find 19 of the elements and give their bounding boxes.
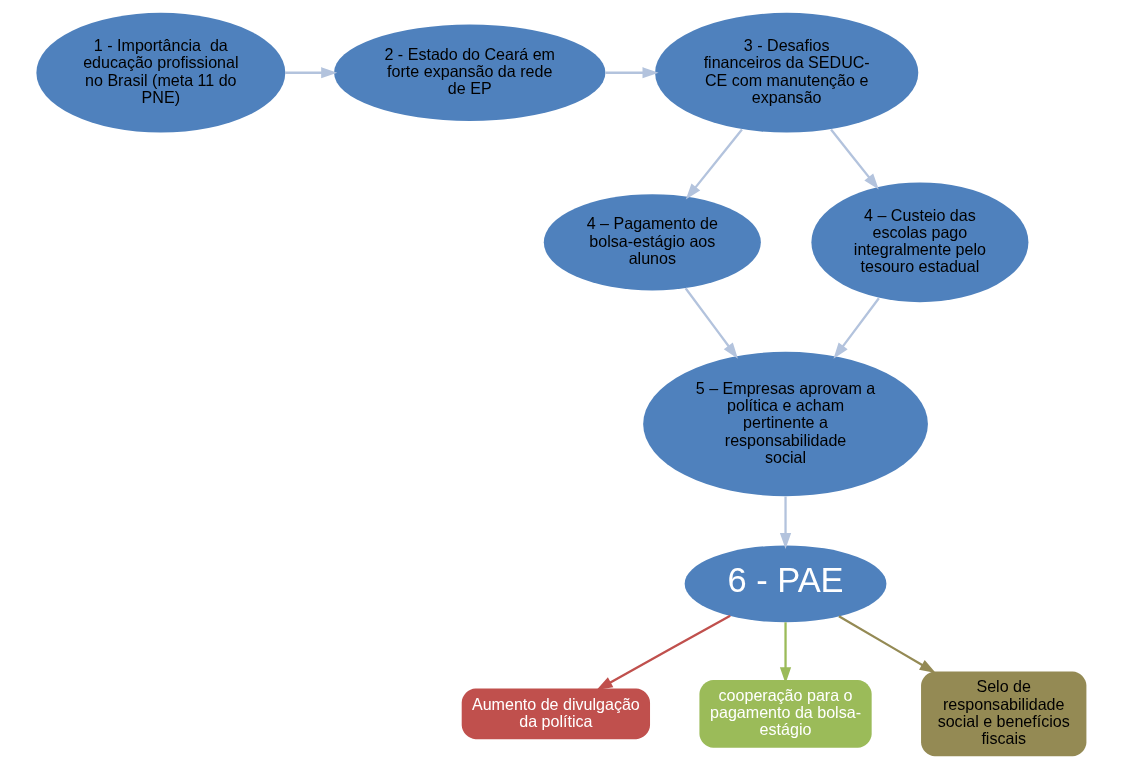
node-ellipse: 4 – Custeio das escolas pago integralmente pelo tesouro estadual <box>811 182 1029 303</box>
node-ellipse: 4 – Pagamento de bolsa-estágio aos alunos <box>543 194 761 291</box>
arrow <box>285 67 338 79</box>
arrow <box>605 67 659 79</box>
arrow <box>684 287 738 359</box>
arrow <box>779 496 792 550</box>
arrow <box>596 614 731 691</box>
arrow <box>830 128 879 190</box>
node-ellipse: 3 - Desafios financeiros da SEDUC- CE com manutenção e expansão <box>655 12 919 133</box>
node-ellipse: 2 - Estado do Ceará em forte expansão da rede de EP <box>334 24 606 121</box>
node-ellipse: 1 - Importância da educação profissional no Brasil (meta 11 do PNE) <box>36 12 286 133</box>
node-ellipse: 5 – Empresas aprovam a política e acham pertinente a responsabilidade social <box>643 351 928 497</box>
node-box: Selo de responsabilidade social e benefícios fiscais <box>921 671 1087 757</box>
node-ellipse: 6 - PAE <box>684 545 887 623</box>
arrow <box>685 128 743 200</box>
node-box: cooperação para o pagamento da bolsa-estágio <box>699 680 872 748</box>
arrow <box>838 615 936 673</box>
node-box: Aumento de divulgação da política <box>461 688 651 740</box>
arrow <box>833 297 880 359</box>
